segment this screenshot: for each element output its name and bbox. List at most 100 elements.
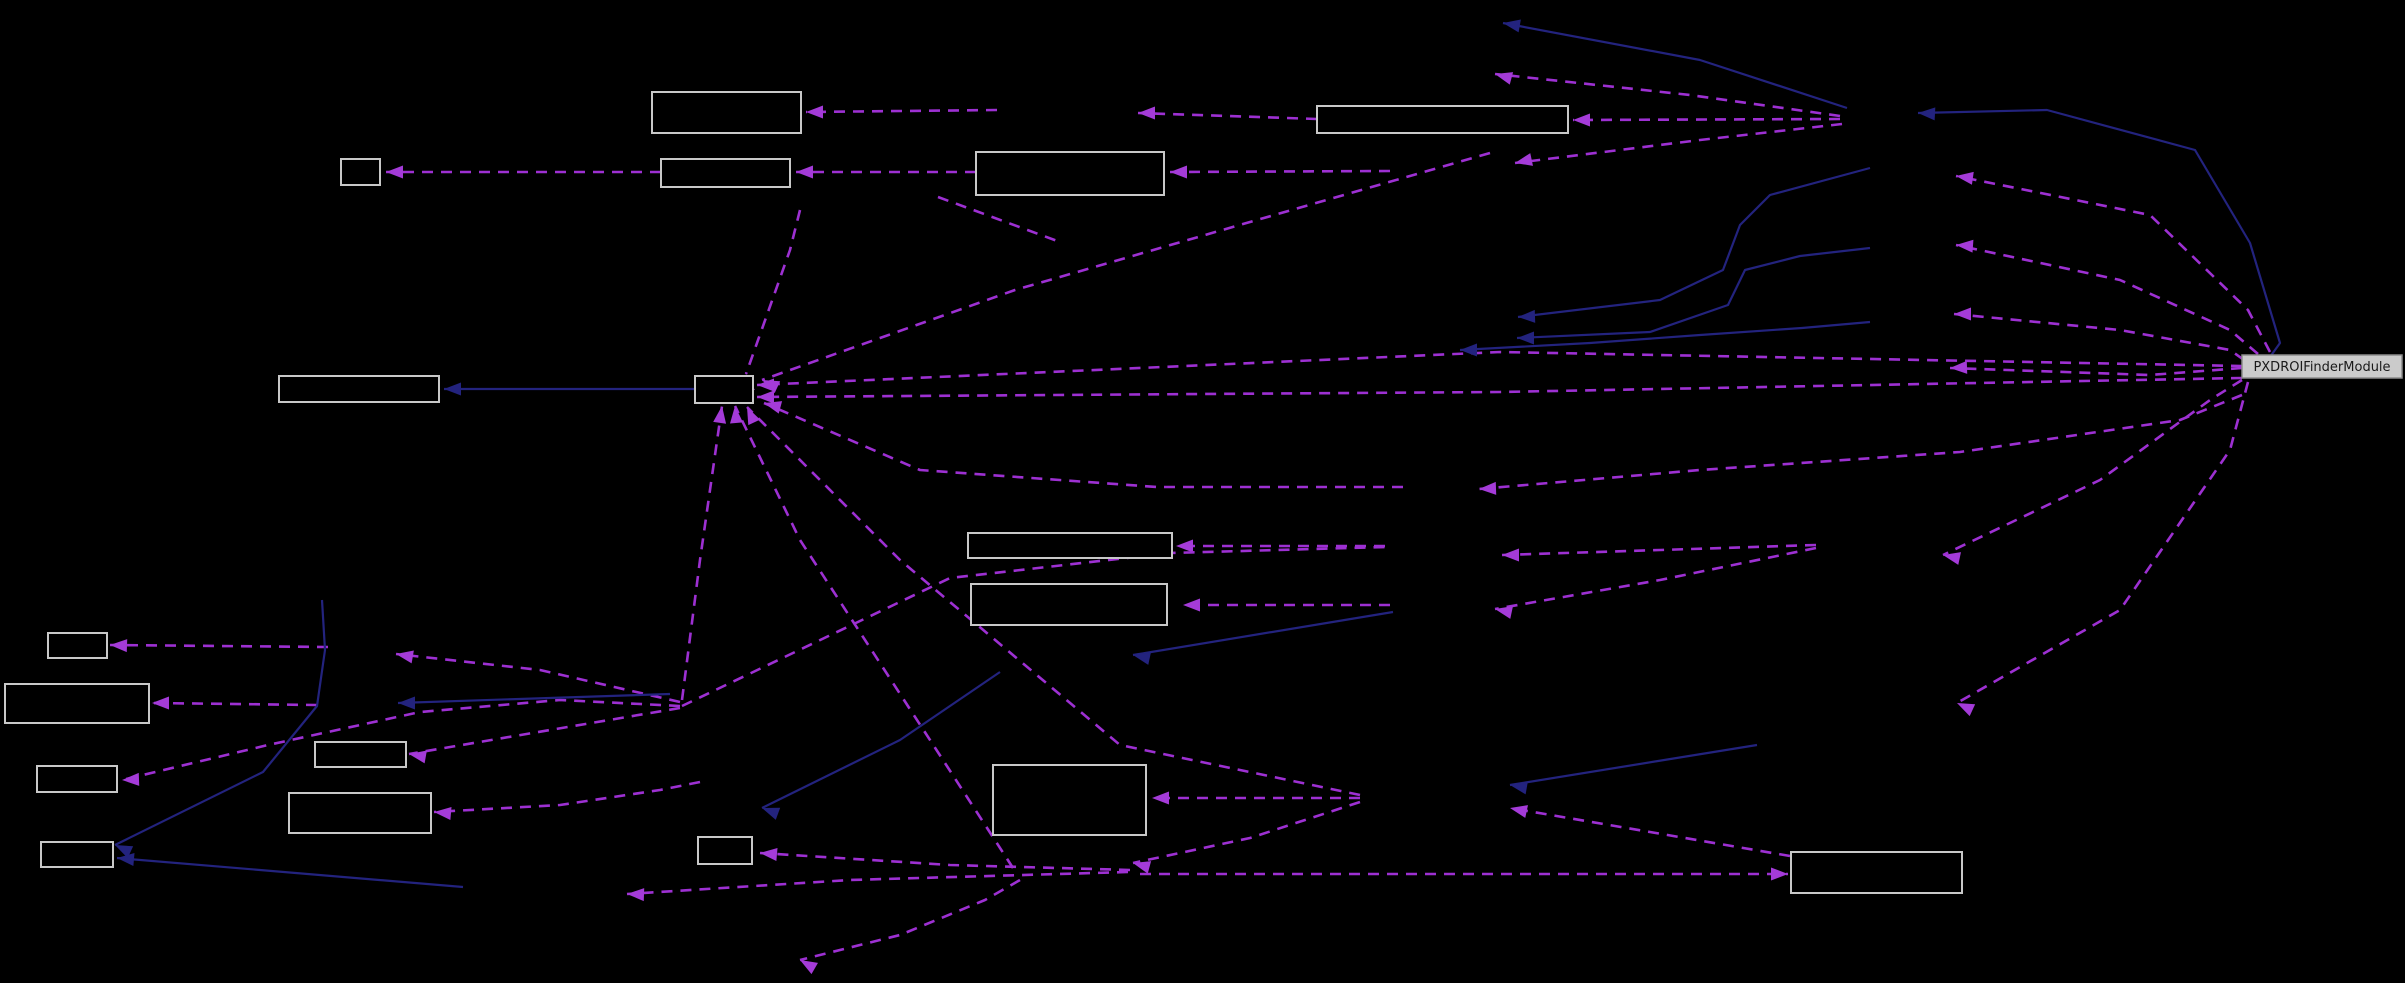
dependency-edge-38 [761, 151, 1491, 382]
node-n9[interactable] [970, 583, 1168, 626]
arrowhead-32 [110, 639, 128, 653]
inheritance-edge-51 [114, 599, 327, 846]
node-n3[interactable] [975, 151, 1165, 196]
arrowhead-48 [1510, 781, 1528, 795]
inheritance-edge-44 [1917, 108, 2282, 358]
dependency-edge-1 [1137, 111, 1318, 121]
arrowhead-53 [762, 807, 781, 820]
arrowhead-29 [122, 772, 140, 786]
arrowhead-34 [434, 807, 452, 820]
node-n1[interactable] [651, 91, 802, 134]
node-n8[interactable] [967, 532, 1173, 559]
node-n10[interactable] [47, 632, 108, 659]
dependency-edge-25 [1509, 806, 1791, 858]
node-n11[interactable] [4, 683, 150, 724]
arrowhead-13 [1957, 703, 1976, 717]
arrowhead-9 [1956, 239, 1974, 253]
dependency-edge-16 [1494, 546, 1817, 611]
dependency-edge-8 [1955, 174, 2272, 353]
arrowhead-26 [730, 406, 743, 424]
arrowhead-43 [1503, 19, 1521, 33]
inheritance-edge-43 [1502, 21, 1848, 110]
node-n18[interactable] [1790, 851, 1963, 894]
arrowhead-1 [1138, 106, 1155, 120]
arrowhead-14 [1479, 481, 1497, 495]
node-n17[interactable] [697, 836, 753, 865]
dependency-edge-26 [733, 405, 1015, 869]
inheritance-edge-45 [1517, 166, 1871, 319]
dependency-edge-36 [756, 376, 2243, 399]
arrowhead-18 [1183, 598, 1200, 612]
arrowhead-15 [1502, 548, 1519, 562]
arrowhead-16 [1495, 606, 1513, 619]
module-node-label: PXDROIFinderModule [2253, 360, 2390, 375]
dependency-edge-10 [1953, 312, 2245, 362]
arrowhead-33 [152, 696, 169, 710]
node-n5[interactable] [340, 158, 381, 186]
node-n15[interactable] [40, 841, 114, 868]
dependency-edge-15 [1501, 543, 1817, 557]
node-n16[interactable] [992, 764, 1147, 836]
arrowhead-24 [800, 960, 818, 975]
arrowhead-12 [1943, 552, 1961, 565]
node-n13[interactable] [36, 765, 118, 793]
arrowhead-5 [1170, 165, 1187, 179]
inheritance-edge-53 [761, 671, 1001, 809]
node-pxdroifindermodule[interactable]: PXDROIFinderModule [2241, 354, 2403, 379]
dependency-edge-2 [1572, 117, 1841, 122]
dependency-edge-12 [1942, 378, 2243, 557]
dependency-edge-35 [756, 350, 2243, 387]
arrowhead-42 [444, 382, 461, 396]
node-n4[interactable] [660, 158, 791, 188]
arrowhead-7 [1515, 153, 1533, 166]
dependency-edge-23 [626, 870, 1129, 896]
dependency-edge-7 [1514, 122, 1843, 165]
dependency-edge-32 [109, 643, 329, 649]
arrowhead-8 [1956, 171, 1974, 185]
arrowhead-19 [1152, 791, 1169, 805]
node-n2[interactable] [1316, 105, 1569, 134]
module-node-box[interactable] [2241, 354, 2403, 379]
arrowhead-2 [1573, 113, 1590, 127]
node-n6[interactable] [694, 375, 754, 404]
dependency-edge-24 [799, 878, 1021, 962]
arrowhead-6 [1495, 72, 1514, 85]
arrowhead-31 [396, 650, 414, 664]
dependency-edge-20 [1132, 800, 1361, 865]
inheritance-edge-52 [397, 692, 671, 705]
dependency-edge-41 [763, 401, 1403, 489]
dependency-edge-28 [680, 405, 724, 701]
arrowhead-10 [1954, 307, 1971, 321]
dependency-edge-40 [681, 545, 1386, 708]
arrowhead-11 [1950, 360, 1968, 374]
dependency-edge-22 [759, 851, 1131, 872]
dependency-edge-14 [1478, 393, 2243, 491]
node-n7[interactable] [278, 375, 440, 403]
arrowhead-27 [747, 407, 761, 426]
arrowhead-4 [386, 165, 403, 179]
arrowhead-21 [1771, 867, 1788, 881]
arrowhead-25 [1510, 805, 1528, 818]
arrowhead-36 [757, 390, 774, 404]
dependency-edge-31 [395, 652, 681, 704]
dependency-edge-34 [433, 780, 701, 814]
node-n14[interactable] [288, 792, 432, 834]
dependency-edge-29 [121, 698, 681, 782]
arrowhead-50 [117, 853, 135, 866]
arrowhead-51 [115, 845, 134, 859]
dependency-edge-9 [1955, 243, 2259, 355]
arrowhead-23 [627, 888, 645, 902]
inheritance-edge-48 [1509, 743, 1758, 787]
node-n12[interactable] [314, 741, 407, 768]
nodes-layer [4, 91, 1963, 894]
arrowhead-41 [764, 401, 783, 414]
inheritance-edge-46 [1516, 246, 1871, 340]
dependency-edge-13 [1956, 381, 2250, 705]
arrowhead-45 [1518, 309, 1536, 323]
inheritance-edge-47 [1459, 320, 1871, 352]
arrowhead-46 [1517, 331, 1534, 345]
arrowhead-52 [398, 696, 415, 710]
arrowhead-38 [762, 380, 781, 394]
